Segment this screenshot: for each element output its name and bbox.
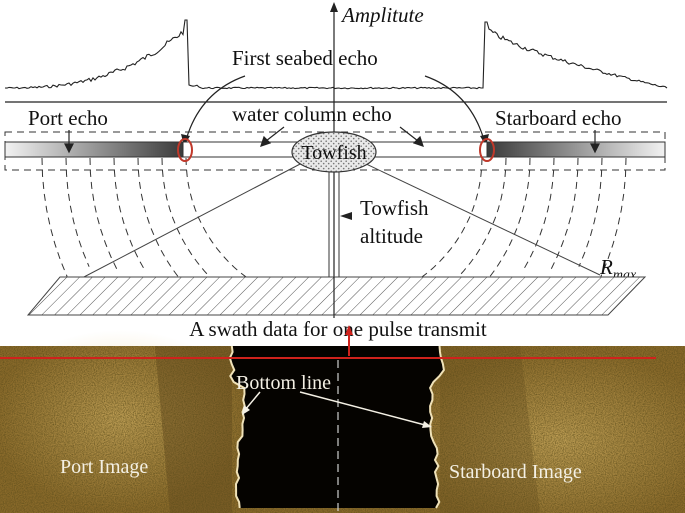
range-arc-port xyxy=(161,157,212,279)
range-arc-starboard xyxy=(456,157,507,279)
towfish-body xyxy=(291,131,377,173)
starboard-echo-arrowhead xyxy=(590,143,600,154)
water-column-arrow-left xyxy=(265,126,285,142)
range-arc-starboard xyxy=(419,157,483,280)
amplitude-axis-arrowhead xyxy=(330,2,338,12)
towfish-altitude-label-line1: Towfish xyxy=(360,196,429,220)
range-arc-starboard xyxy=(488,157,531,278)
range-arc-starboard xyxy=(600,157,627,277)
port-bottom-line xyxy=(228,345,246,509)
towfish-altitude-label-line2: altitude xyxy=(360,224,423,248)
range-arcs xyxy=(41,157,627,280)
starboard-image-label: Starboard Image xyxy=(449,461,582,483)
port-echo-arrowhead xyxy=(64,143,74,154)
bottom-line-pointer-right-head xyxy=(422,421,432,428)
slant-range-line-starboard xyxy=(361,161,601,276)
starboard-seabed-marker xyxy=(479,138,495,162)
seabed-swath-plane xyxy=(26,276,647,316)
water-column-echo-label: water column echo xyxy=(232,102,392,126)
range-arc-port xyxy=(65,157,90,267)
range-arc-starboard xyxy=(550,157,579,271)
bottom-line-pointer-left-head xyxy=(242,405,250,415)
port-seabed-marker xyxy=(177,138,193,162)
bottom-line-label: Bottom line xyxy=(236,372,331,394)
first-seabed-echo-arrow-right xyxy=(424,75,485,141)
starboard-echo-bar xyxy=(486,141,666,158)
port-echo-bar xyxy=(4,141,184,158)
echo-strip xyxy=(4,138,666,162)
echo-direction-arrows xyxy=(64,126,600,154)
amplitude-trace-group xyxy=(4,19,668,103)
amplitude-signal-curve xyxy=(4,19,668,90)
water-column-arrowhead-left xyxy=(260,135,272,147)
water-column-arrow-right xyxy=(399,126,419,142)
amplitude-axis-label: Amplitute xyxy=(340,3,424,27)
slant-range-line-port xyxy=(81,161,305,279)
water-column-arrowhead-right xyxy=(412,135,424,147)
ping-up-arrowhead xyxy=(345,325,353,335)
towfish: Towfish xyxy=(291,131,377,173)
swath-caption: A swath data for one pulse transmit xyxy=(189,317,487,341)
first-seabed-echo-arrow-left xyxy=(185,75,246,141)
water-column-shadow xyxy=(229,346,444,508)
range-arc-port xyxy=(113,157,146,271)
bottom-line-pointer-right xyxy=(299,391,426,426)
starboard-echo-label: Starboard echo xyxy=(495,106,622,130)
range-arc-starboard xyxy=(522,157,555,271)
sonar-image: Bottom line Port Image Starboard Image xyxy=(0,325,685,513)
range-arc-port xyxy=(137,157,180,278)
port-echo-label: Port echo xyxy=(28,106,108,130)
first-seabed-echo-label: First seabed echo xyxy=(232,46,378,70)
towfish-label: Towfish xyxy=(301,142,366,164)
port-image-label: Port Image xyxy=(60,456,148,478)
bottom-line-pointer-left xyxy=(244,391,261,411)
range-arc-port xyxy=(41,157,68,277)
altitude-arrowhead xyxy=(340,212,352,220)
range-arc-starboard xyxy=(578,157,603,267)
range-arc-port xyxy=(89,157,118,271)
